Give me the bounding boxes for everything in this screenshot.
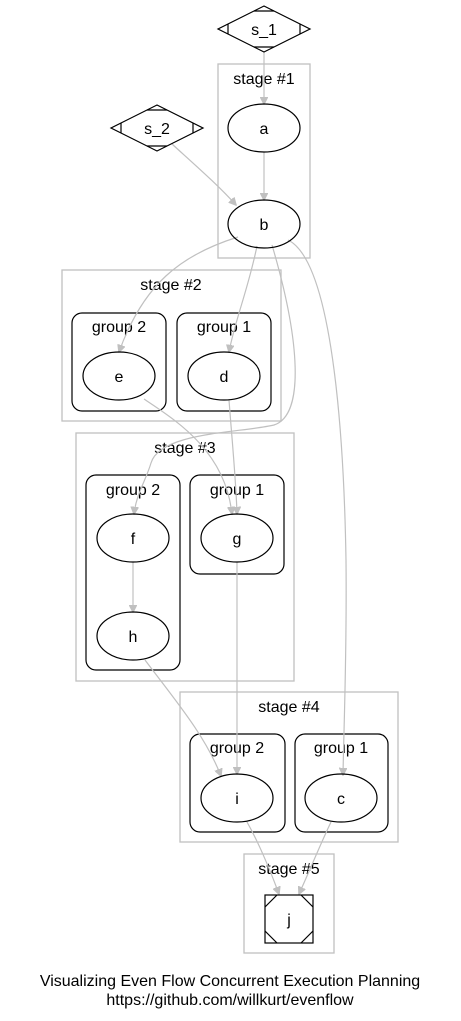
stage-2-cluster: stage #2 [61, 269, 282, 422]
stage-3-group-2-cluster: group 2 [85, 474, 181, 671]
node-h[interactable]: h [96, 611, 170, 661]
node-i-label: i [235, 791, 239, 808]
edges [119, 52, 346, 894]
stage-5-cluster: stage #5 [243, 853, 335, 954]
node-s2-label: s_2 [144, 121, 170, 138]
node-f[interactable]: f [96, 513, 170, 563]
stage-4-label: stage #4 [258, 699, 319, 716]
node-c[interactable]: c [304, 773, 378, 823]
node-f-label: f [131, 531, 136, 548]
node-s1-label: s_1 [251, 22, 277, 39]
stage-2-group-1-label: group 1 [197, 319, 251, 336]
node-a-label: a [260, 121, 269, 138]
node-s1[interactable]: s_1 [216, 5, 312, 53]
node-b[interactable]: b [227, 199, 301, 249]
edge-d-g [228, 399, 237, 514]
node-j-label: j [286, 912, 291, 929]
stage-2-group-2-cluster: group 2 [71, 312, 167, 412]
node-a[interactable]: a [227, 103, 301, 153]
stage-4-cluster: stage #4 [179, 691, 399, 843]
stage-2-label: stage #2 [140, 277, 201, 294]
node-d-label: d [220, 369, 229, 386]
stage-4-group-1-label: group 1 [314, 740, 368, 757]
stage-3-group-1-cluster: group 1 [189, 474, 285, 575]
edge-h-i [144, 659, 221, 776]
node-s2[interactable]: s_2 [109, 104, 205, 152]
edge-c-j [299, 821, 332, 894]
edge-i-j [246, 821, 279, 894]
node-h-label: h [129, 629, 138, 646]
stage-5-label: stage #5 [258, 861, 319, 878]
edge-b-c [287, 239, 346, 775]
edge-b-e [119, 236, 239, 352]
stage-2-group-2-label: group 2 [92, 319, 146, 336]
edge-s2-b [171, 143, 236, 205]
node-b-label: b [260, 217, 269, 234]
node-e[interactable]: e [82, 351, 156, 401]
edge-b-f [134, 244, 296, 514]
edge-e-g [143, 398, 232, 514]
caption-url: https://github.com/willkurt/evenflow [106, 992, 354, 1009]
node-j[interactable]: j [264, 894, 314, 944]
stage-2-group-1-cluster: group 1 [176, 312, 272, 412]
node-d[interactable]: d [187, 351, 261, 401]
node-i[interactable]: i [200, 773, 274, 823]
node-c-label: c [337, 791, 345, 808]
stage-3-group-2-label: group 2 [106, 482, 160, 499]
edge-b-d [229, 245, 258, 352]
stage-3-cluster: stage #3 [75, 432, 295, 682]
node-e-label: e [115, 369, 124, 386]
node-g[interactable]: g [200, 513, 274, 563]
stage-3-group-1-label: group 1 [210, 482, 264, 499]
stage-4-group-1-cluster: group 1 [294, 733, 389, 833]
node-g-label: g [233, 531, 242, 548]
caption: Visualizing Even Flow Concurrent Executi… [40, 973, 420, 1009]
caption-title: Visualizing Even Flow Concurrent Executi… [40, 973, 420, 990]
